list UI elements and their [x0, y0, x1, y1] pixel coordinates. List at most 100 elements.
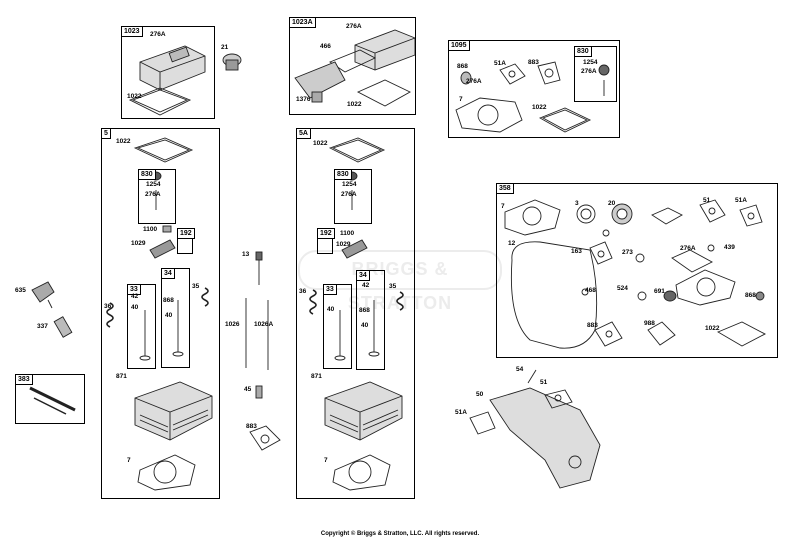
box-33-b-tag: 33	[323, 284, 337, 295]
valve-cover-assembly-drawing	[294, 29, 416, 107]
part-label: 7	[127, 457, 131, 464]
box-1023-tag: 1023	[121, 26, 143, 37]
part-label: 21	[221, 44, 229, 51]
box-5A: 5A	[296, 128, 415, 499]
copyright-notice: Copyright © Briggs & Stratton, LLC. All …	[320, 531, 480, 537]
part-label: 54	[516, 366, 524, 373]
part-label: 883	[246, 423, 257, 430]
part-label: 868	[745, 292, 756, 299]
part-label: 163	[571, 248, 582, 255]
part-label: 7	[459, 96, 463, 103]
part-label: 40	[327, 306, 335, 313]
box-192-b: 192	[317, 228, 335, 254]
part-label: 276A	[341, 191, 357, 198]
part-label: 276A	[680, 245, 696, 252]
box-383: 383	[15, 374, 85, 424]
part-label: 1022	[127, 93, 142, 100]
part-label: 36	[299, 288, 307, 295]
part-label: 1254	[583, 59, 598, 66]
part-label: 51	[540, 379, 548, 386]
part-label: 35	[192, 283, 200, 290]
valve-cover-drawing	[128, 45, 206, 116]
breather-cap-drawing	[222, 53, 242, 71]
part-label: 45	[244, 386, 252, 393]
part-label: 20	[608, 200, 616, 207]
part-label: 1029	[131, 240, 146, 247]
part-label: 276A	[346, 23, 362, 30]
part-label: 40	[165, 312, 173, 319]
part-label: 7	[324, 457, 328, 464]
part-label: 883	[528, 59, 539, 66]
part-label: 1100	[340, 230, 355, 237]
box-34-a-tag: 34	[161, 268, 175, 279]
box-358: 358	[496, 183, 778, 358]
box-33-b: 33	[323, 284, 352, 369]
part-label: 337	[37, 323, 48, 330]
gasket-kit-drawing	[504, 199, 766, 349]
box-5-tag: 5	[101, 128, 111, 139]
part-label: 868	[163, 297, 174, 304]
part-label: 12	[508, 240, 516, 247]
part-label: 871	[116, 373, 127, 380]
part-label: 42	[131, 293, 139, 300]
box-1095: 1095	[448, 40, 620, 138]
part-label: 50	[476, 391, 484, 398]
part-label: 1254	[146, 181, 161, 188]
box-33-a-tag: 33	[127, 284, 141, 295]
part-label: 635	[15, 287, 26, 294]
part-label: 51A	[735, 197, 747, 204]
part-label: 1029	[336, 241, 351, 248]
part-label: 13	[242, 251, 250, 258]
box-830-c-tag: 830	[334, 169, 352, 180]
box-192-b-tag: 192	[317, 228, 335, 239]
part-label: 35	[389, 283, 397, 290]
box-830-b: 830	[138, 169, 176, 224]
part-label: 40	[131, 304, 139, 311]
part-label: 1022	[347, 101, 362, 108]
part-label: 276A	[581, 68, 597, 75]
box-192-a-tag: 192	[177, 228, 195, 239]
part-label: 524	[617, 285, 628, 292]
part-label: 988	[644, 320, 655, 327]
box-34-a: 34	[161, 268, 190, 368]
part-label: 276A	[145, 191, 161, 198]
box-830-c: 830	[334, 169, 372, 224]
head-5A-drawing	[309, 137, 404, 491]
box-1023: 1023	[121, 26, 215, 119]
part-label: 1026A	[254, 321, 274, 328]
box-358-tag: 358	[496, 183, 514, 194]
part-label: 40	[361, 322, 369, 329]
box-5A-tag: 5A	[296, 128, 311, 139]
part-label: 1022	[313, 140, 328, 147]
part-label: 1376	[296, 96, 311, 103]
part-label: 1100	[143, 226, 158, 233]
box-830-a-tag: 830	[574, 46, 592, 57]
part-label: 273	[622, 249, 633, 256]
part-label: 51	[703, 197, 711, 204]
part-label: 7	[501, 203, 505, 210]
part-label: 42	[362, 282, 370, 289]
box-34-b-tag: 34	[356, 270, 370, 281]
box-1023A: 1023A	[289, 17, 416, 115]
box-34-b: 34	[356, 270, 385, 370]
box-383-tag: 383	[15, 374, 33, 385]
box-1095-tag: 1095	[448, 40, 470, 51]
part-label: 439	[724, 244, 735, 251]
part-label: 1026	[225, 321, 240, 328]
part-label: 691	[654, 288, 665, 295]
part-label: 466	[320, 43, 331, 50]
bracket-drawing	[469, 369, 601, 489]
part-label: 51A	[455, 409, 467, 416]
spark-tool-drawing	[29, 386, 76, 415]
part-label: 276A	[150, 31, 166, 38]
box-830-a: 830	[574, 46, 617, 102]
box-192-a: 192	[177, 228, 195, 254]
spark-plug-drawing	[31, 281, 73, 338]
pushrod-drawing	[245, 251, 281, 451]
part-label: 1254	[342, 181, 357, 188]
part-label: 868	[359, 307, 370, 314]
part-label: 36	[104, 303, 112, 310]
box-830-b-tag: 830	[138, 169, 156, 180]
